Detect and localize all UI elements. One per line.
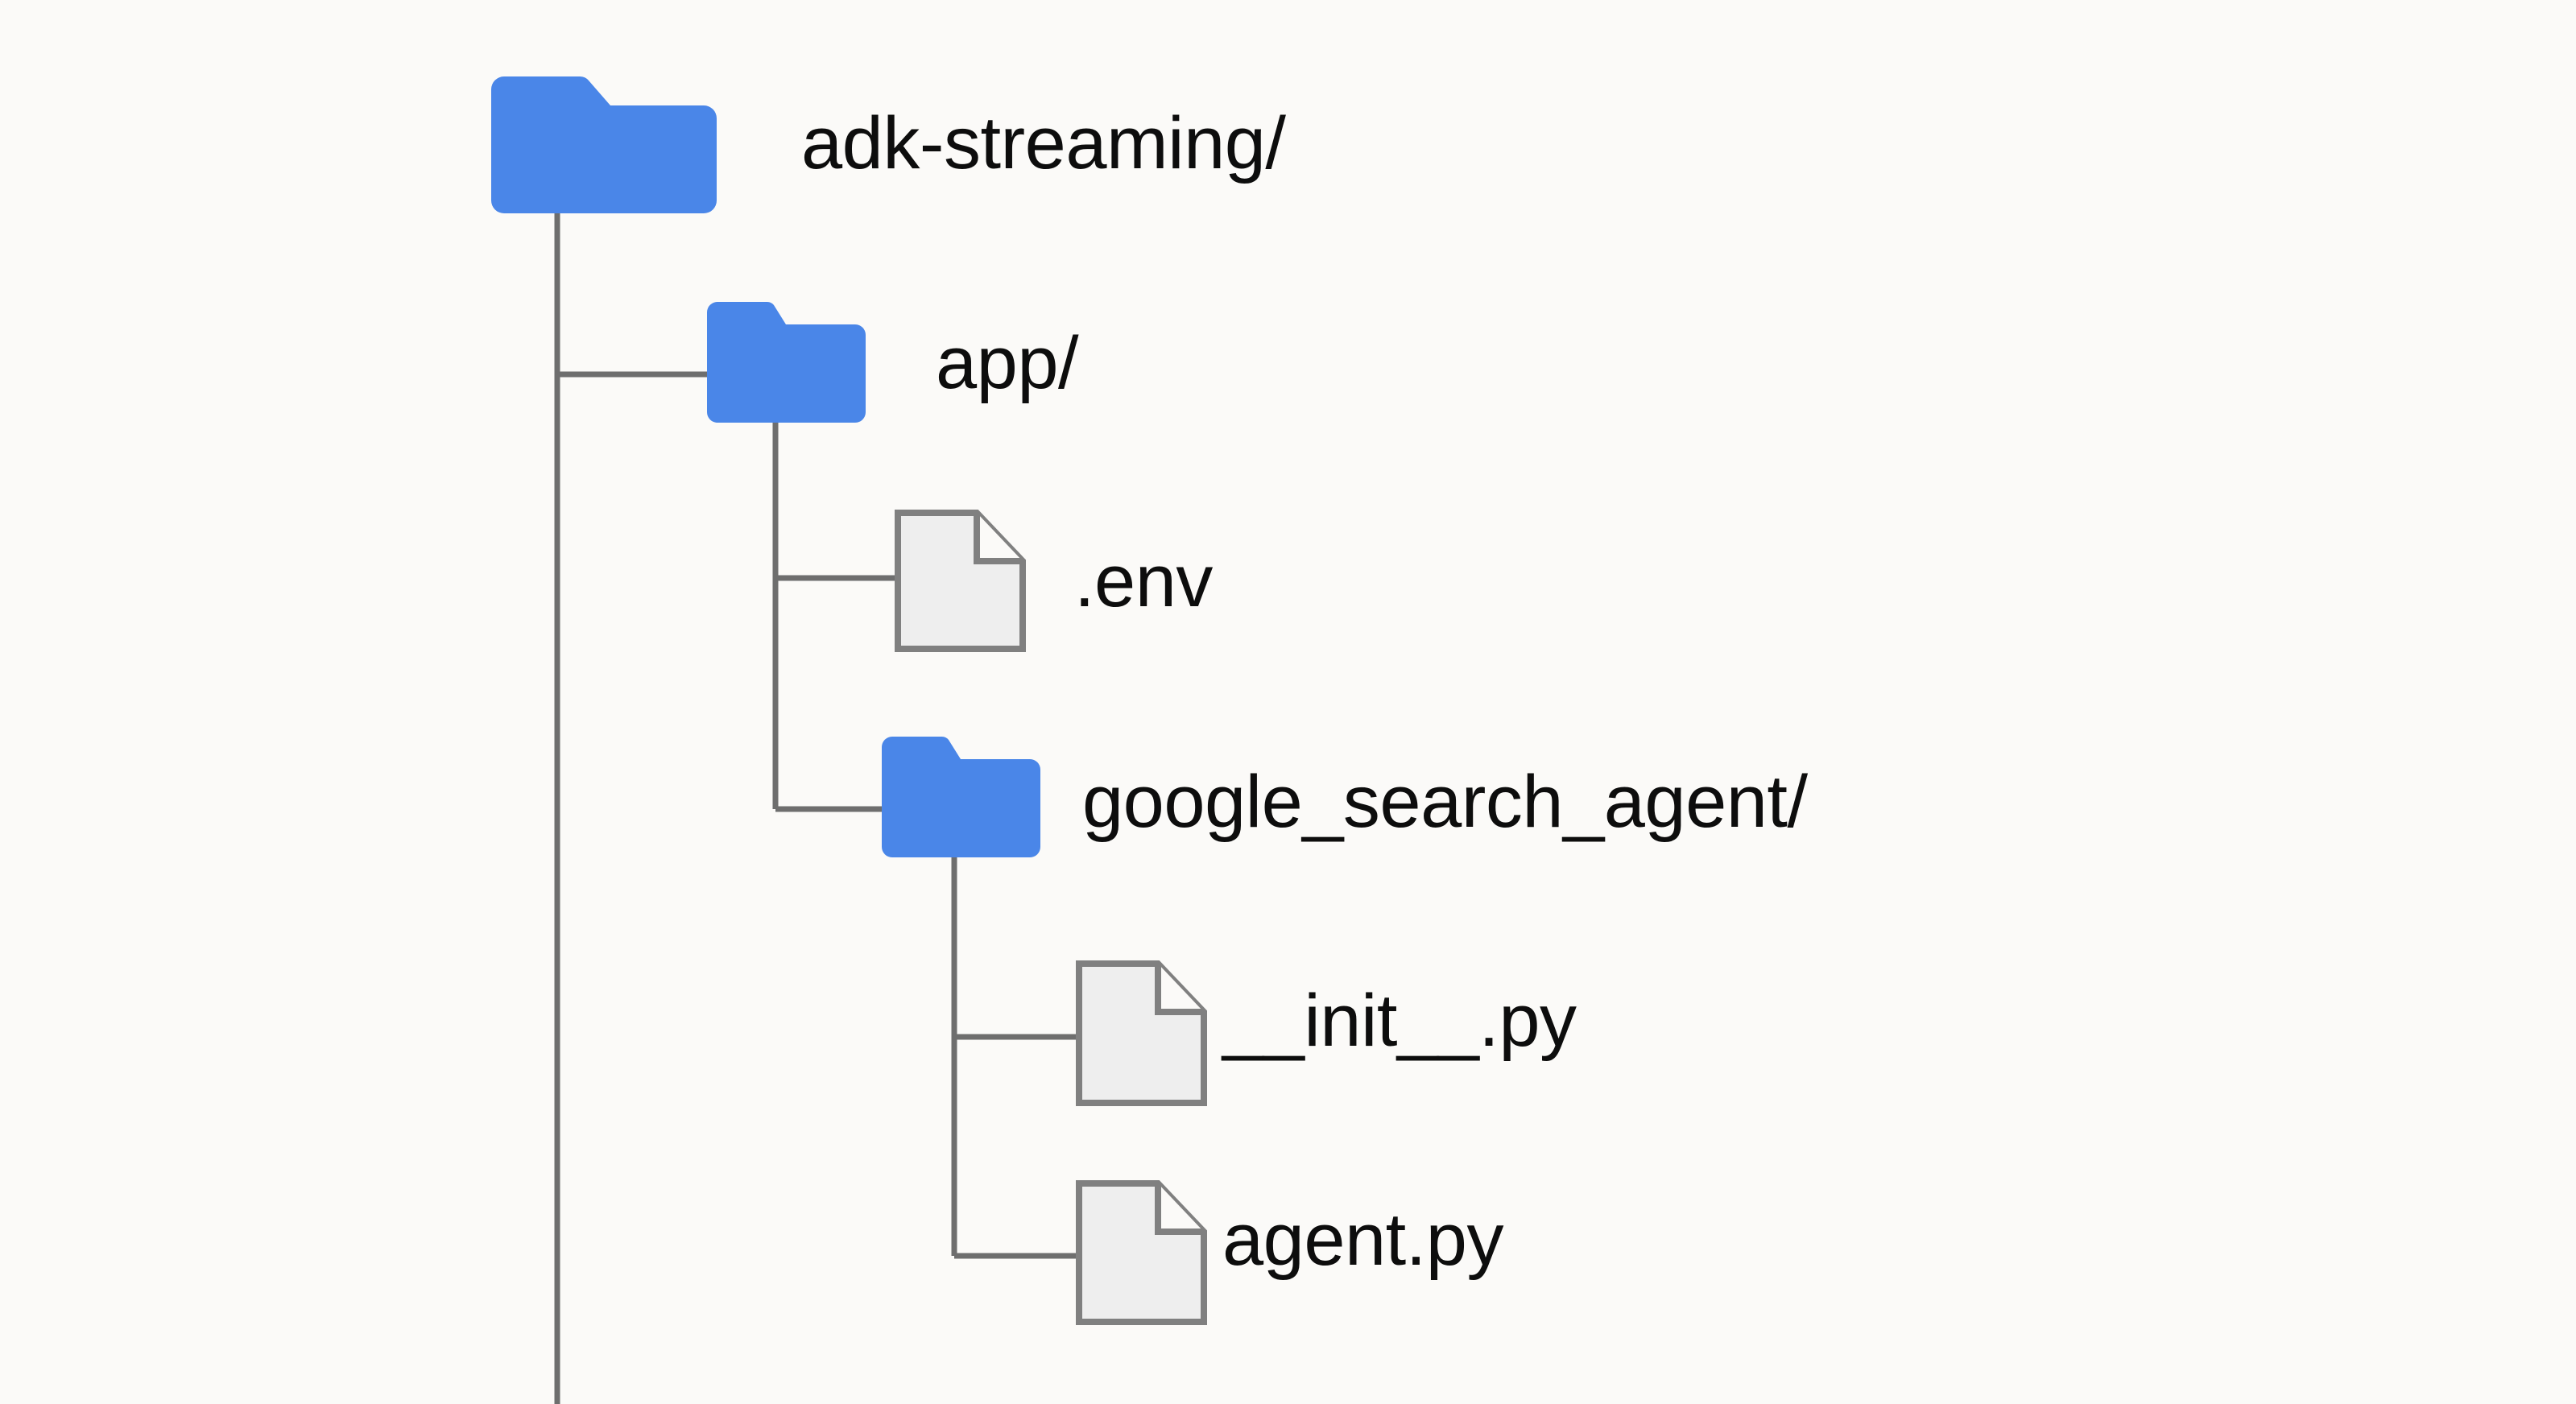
file-icon [1076,960,1207,1106]
folder-icon [707,301,866,423]
folder-icon [882,736,1040,857]
tree-node-label-root: adk-streaming/ [801,102,1286,184]
file-icon [1076,1180,1207,1325]
tree-node-label-google-search-agent: google_search_agent/ [1082,761,1808,843]
folder-icon [491,76,717,214]
tree-node-label-env: .env [1074,540,1213,622]
file-icon [895,510,1026,652]
tree-node-label-init-py: __init__.py [1222,980,1577,1062]
connector-lines [554,213,1079,1404]
tree-node-label-app: app/ [936,322,1079,404]
tree-node-label-agent-py: agent.py [1222,1199,1503,1281]
